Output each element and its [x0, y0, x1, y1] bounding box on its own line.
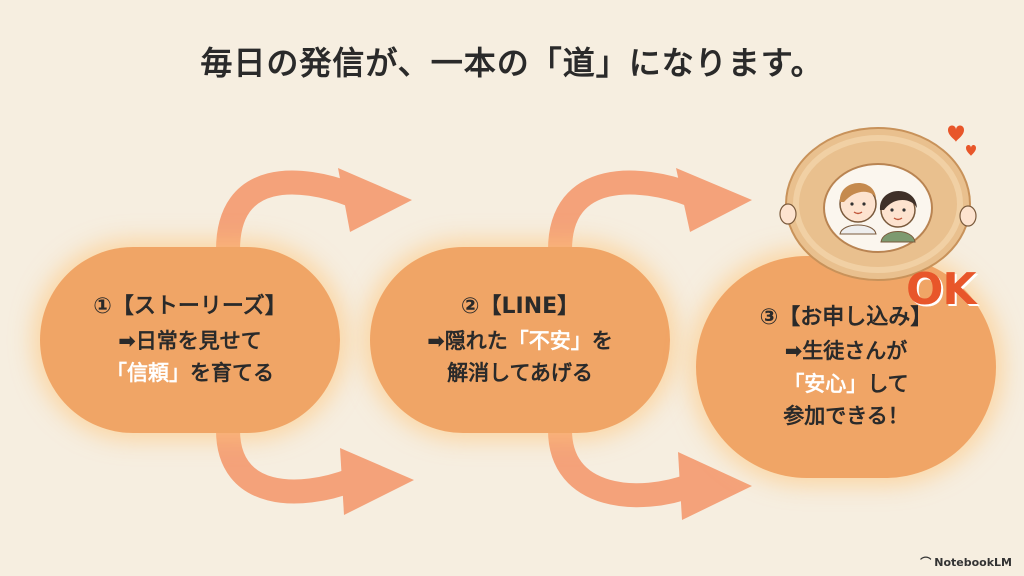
ok-badge: OK	[906, 264, 976, 315]
arrow-top-2	[548, 170, 704, 262]
arrow-top-1	[216, 170, 364, 262]
person-2-icon	[879, 190, 917, 243]
brand-label: NotebookLM	[934, 555, 1012, 569]
step-2-box: ②【LINE】 ➡隠れた「不安」を 解消してあげる	[370, 247, 670, 433]
arrowhead-bottom-1	[340, 448, 414, 515]
brand-watermark: ⌒ NotebookLM	[920, 554, 1012, 570]
step-3-box: ③【お申し込み】 ➡生徒さんが 「安心」して 参加できる！	[696, 256, 996, 478]
step-2-line2: 解消してあげる	[447, 361, 593, 386]
step-3-line2: 「安心」して	[783, 368, 908, 401]
step-3-line1: ➡生徒さんが	[784, 339, 908, 364]
arrowhead-bottom-2	[678, 452, 752, 520]
heart-icon	[966, 145, 976, 156]
step-1-box: ①【ストーリーズ】 ➡日常を見せて 「信頼」を育てる	[40, 247, 340, 433]
step-3-heading: ③【お申し込み】	[759, 305, 933, 331]
step-3-highlight: 「安心」	[783, 371, 868, 396]
step-2-line1-start: ➡隠れた	[427, 328, 508, 353]
step-1-heading: ①【ストーリーズ】	[93, 294, 287, 320]
heart-icon	[948, 125, 964, 142]
step-1-line2: 「信頼」を育てる	[106, 357, 274, 390]
left-hand-icon	[779, 203, 797, 225]
arrowhead-top-2	[676, 168, 752, 232]
step-1-highlight: 「信頼」	[106, 361, 190, 386]
arrow-bottom-1	[216, 418, 364, 504]
right-hand-icon	[959, 205, 977, 227]
step-3-line3: 参加できる！	[783, 404, 909, 429]
page-title: 毎日の発信が、一本の「道」になります。	[200, 44, 824, 82]
donut-illustration	[779, 125, 977, 281]
step-2-heading: ②【LINE】	[460, 294, 580, 320]
step-1-line1: ➡日常を見せて	[118, 328, 262, 353]
step-2-highlight: 「不安」	[507, 328, 592, 353]
step-2-line1-end: を	[591, 328, 613, 353]
notebooklm-logo-icon: ⌒	[920, 556, 932, 569]
step-2-line1: ➡隠れた「不安」を	[427, 325, 613, 358]
person-1-icon	[839, 183, 877, 235]
step-3-line2-rest: して	[867, 371, 909, 396]
arrow-bottom-2	[548, 418, 704, 508]
arrowhead-top-1	[338, 168, 412, 232]
step-1-line2-rest: を育てる	[190, 361, 274, 386]
